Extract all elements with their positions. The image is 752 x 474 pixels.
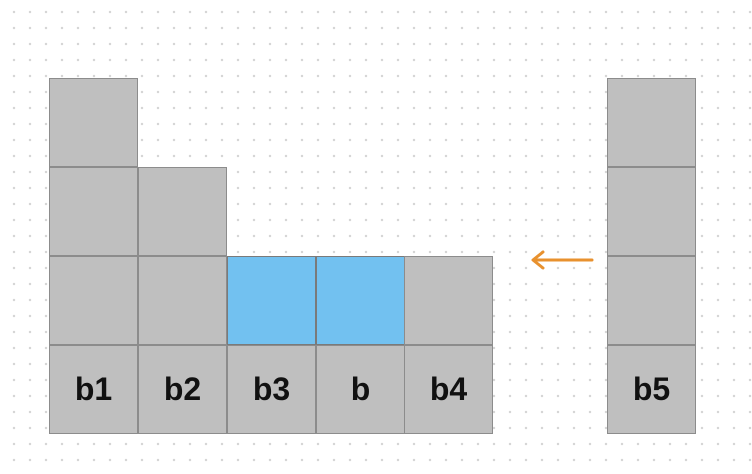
block-b5-level-4 bbox=[607, 78, 696, 167]
block-b2-level-2 bbox=[138, 256, 227, 345]
block-b4-level-2 bbox=[404, 256, 493, 345]
block-b5-level-1 bbox=[607, 345, 696, 434]
block-b1-level-4 bbox=[49, 78, 138, 167]
block-b1-level-2 bbox=[49, 256, 138, 345]
block-b3-level-2 bbox=[227, 256, 316, 345]
block-b5-level-2 bbox=[607, 256, 696, 345]
block-b4-level-1 bbox=[404, 345, 493, 434]
block-b2-level-3 bbox=[138, 167, 227, 256]
block-b-level-1 bbox=[316, 345, 405, 434]
block-b1-level-1 bbox=[49, 345, 138, 434]
block-b1-level-3 bbox=[49, 167, 138, 256]
arrow-left-icon bbox=[531, 250, 594, 270]
block-b2-level-1 bbox=[138, 345, 227, 434]
block-b5-level-3 bbox=[607, 167, 696, 256]
block-b-level-2 bbox=[316, 256, 405, 345]
block-b3-level-1 bbox=[227, 345, 316, 434]
